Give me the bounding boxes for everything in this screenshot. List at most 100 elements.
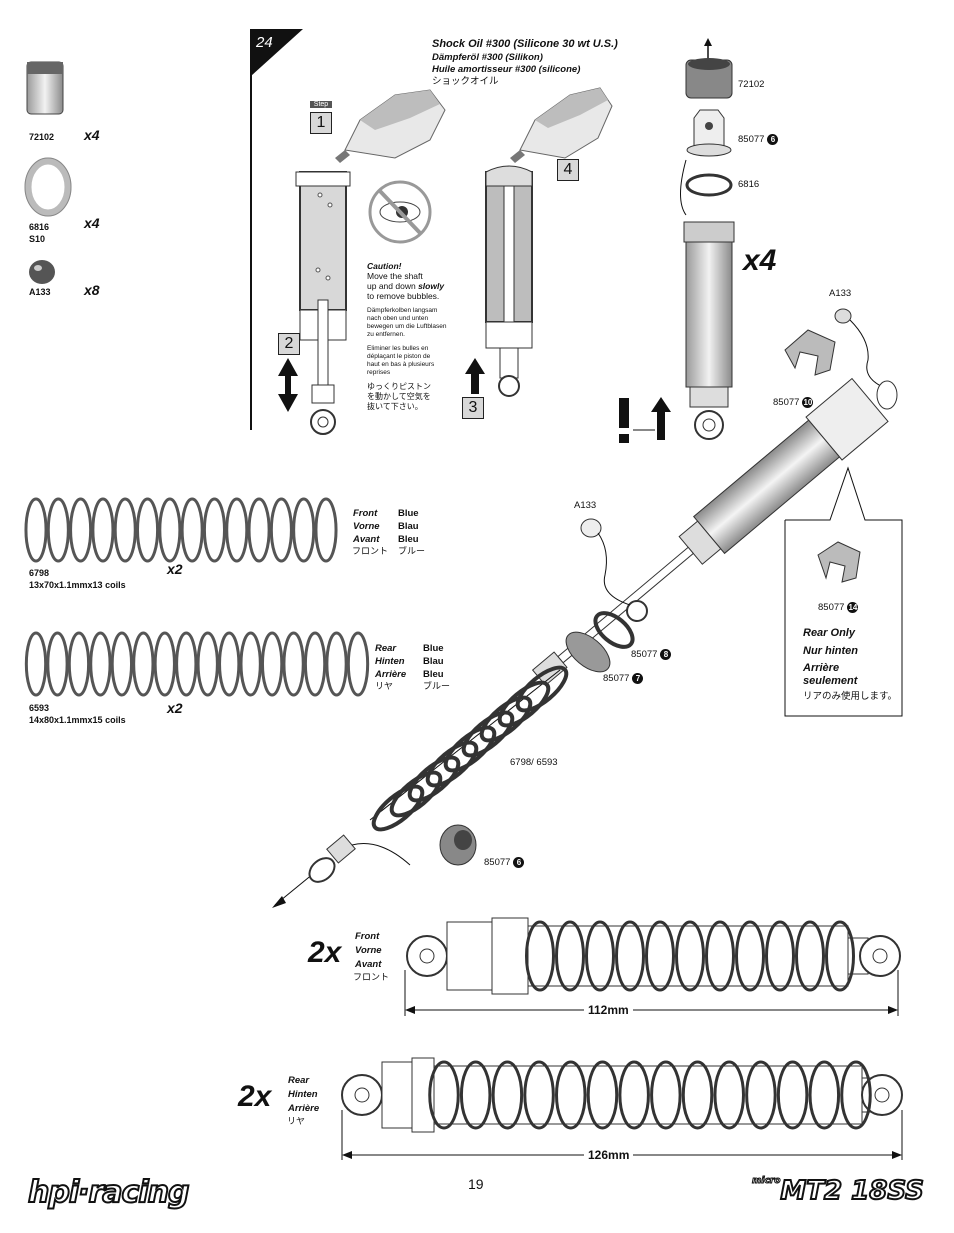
- front-length-dimension: 112mm: [584, 1003, 633, 1017]
- callout-85077-8-code: 85077: [631, 649, 658, 661]
- spring-6798-col-de: Blau: [398, 521, 419, 532]
- spring-coil: [292, 497, 316, 563]
- rear-assembly-jp: リヤ: [287, 1116, 306, 1126]
- page-number: 19: [468, 1176, 484, 1192]
- spring-coil: [525, 920, 555, 992]
- spring-6798-col-fr: Bleu: [398, 534, 419, 545]
- front-assembly-jp: フロント: [353, 972, 390, 982]
- oil-bottle-2: [510, 87, 613, 163]
- spring-6798-illustration: [24, 497, 338, 563]
- spring-coil: [745, 1060, 777, 1130]
- spring-coil: [89, 631, 112, 697]
- spring-6593-pos-fr: Arrière: [375, 669, 407, 680]
- rear-only-jp: リアのみ使用します。: [803, 691, 898, 702]
- badge-6-bottom: 6: [513, 857, 525, 868]
- quantity-x4: x4: [743, 244, 777, 277]
- spring-coil: [24, 631, 48, 697]
- spring-coil: [840, 1060, 872, 1130]
- spring-coil: [555, 1060, 587, 1130]
- spring-6798-pos-de: Vorne: [353, 521, 380, 532]
- spring-coil: [713, 1060, 745, 1130]
- spring-coil: [24, 497, 48, 563]
- spring-6593-code: 6593: [29, 703, 50, 713]
- spring-6798-code: 6798: [29, 568, 50, 578]
- spring-6798-desc: 13x70x1.1mmx13 coils: [29, 580, 126, 590]
- caution-de-2: nach oben und unten: [367, 315, 429, 322]
- badge-6-top: 6: [767, 134, 779, 145]
- spring-coil: [282, 631, 305, 697]
- spring-coil: [91, 497, 115, 563]
- spring-coil: [218, 631, 241, 697]
- spring-coil: [260, 631, 284, 697]
- spring-coil: [196, 631, 219, 697]
- caution-fr-3: haut en bas à plusieurs: [367, 361, 435, 368]
- eye-caution-icon: [368, 180, 432, 244]
- callout-spring: 6798/ 6593: [510, 757, 558, 768]
- spring-6593-pos-de: Hinten: [375, 656, 405, 667]
- filled-shock-body: [485, 165, 533, 397]
- badge-8: 8: [660, 649, 672, 660]
- main-shock-exploded: [531, 377, 898, 687]
- callout-72102: 72102: [738, 79, 765, 90]
- spring-coil: [67, 631, 91, 697]
- step-number: 24: [256, 34, 273, 51]
- spring-coil: [175, 631, 198, 697]
- spring-6593-pos-jp: リヤ: [375, 681, 394, 691]
- spring-coil: [586, 1060, 619, 1130]
- oil-label-fr: Huile amortisseur #300 (silicone): [432, 64, 581, 75]
- caution-fr-2: déplaçant le piston de: [367, 353, 431, 360]
- up-down-arrow: [278, 358, 298, 412]
- badge-7: 7: [632, 673, 644, 684]
- spring-6593-col-en: Blue: [423, 643, 444, 654]
- spring-coil: [459, 1060, 492, 1130]
- part-code-72102: 72102: [29, 132, 55, 142]
- substep-1: 1: [310, 112, 332, 134]
- spring-coil: [585, 920, 615, 992]
- front-assembly-fr: Avant: [355, 959, 382, 970]
- caution-jp-1: ゆっくりピストン: [367, 382, 431, 391]
- spring-retainers: [565, 611, 635, 673]
- spring-coil: [735, 920, 765, 992]
- rear-shock-coils: [428, 1060, 872, 1130]
- callout-6816: 6816: [738, 179, 760, 190]
- spring-coil: [825, 920, 855, 992]
- model-logo-name: MT2 18SS: [779, 1175, 924, 1207]
- substep-3: 3: [462, 397, 484, 419]
- shock-cap-assembly: [680, 38, 735, 440]
- spring-coil: [681, 1060, 714, 1130]
- step-word: Step: [310, 101, 332, 108]
- spring-coil: [132, 631, 155, 697]
- spring-6798-col-jp: ブルー: [398, 546, 426, 556]
- caution-de-3: bewegen um die Luftblasen: [367, 323, 447, 330]
- spring-coil: [153, 631, 176, 697]
- spring-coil: [239, 631, 262, 697]
- spring-6593-desc: 14x80x1.1mmx15 coils: [29, 715, 126, 725]
- warning-exclamation-icon: [619, 397, 671, 443]
- front-assembly-en: Front: [355, 931, 380, 942]
- rear-assembly-fr: Arrière: [288, 1103, 320, 1114]
- spring-coil: [325, 631, 348, 697]
- part-72102-illustration: [26, 61, 64, 115]
- oil-label-jp: ショックオイル: [432, 76, 499, 87]
- spring-coil: [428, 1060, 460, 1130]
- spring-coil: [615, 920, 645, 992]
- spring-6593-col-fr: Bleu: [423, 669, 444, 680]
- callout-85077-6-bottom-code: 85077: [484, 857, 511, 869]
- spring-coil: [113, 497, 137, 563]
- rod-end-and-cap: [272, 824, 477, 908]
- front-assembly-qty: 2x: [308, 936, 342, 969]
- rear-only-fr-2: seulement: [803, 675, 858, 687]
- rear-assembly-qty: 2x: [238, 1080, 272, 1113]
- spring-coil: [555, 920, 585, 992]
- substep-4: 4: [557, 159, 579, 181]
- part-code-s10: S10: [29, 234, 46, 244]
- callout-85077-7-code: 85077: [603, 673, 630, 685]
- substep-2: 2: [278, 333, 300, 355]
- caution-fr-4: reprises: [367, 369, 391, 376]
- caution-fr-1: Eliminer les bulles en: [367, 345, 429, 352]
